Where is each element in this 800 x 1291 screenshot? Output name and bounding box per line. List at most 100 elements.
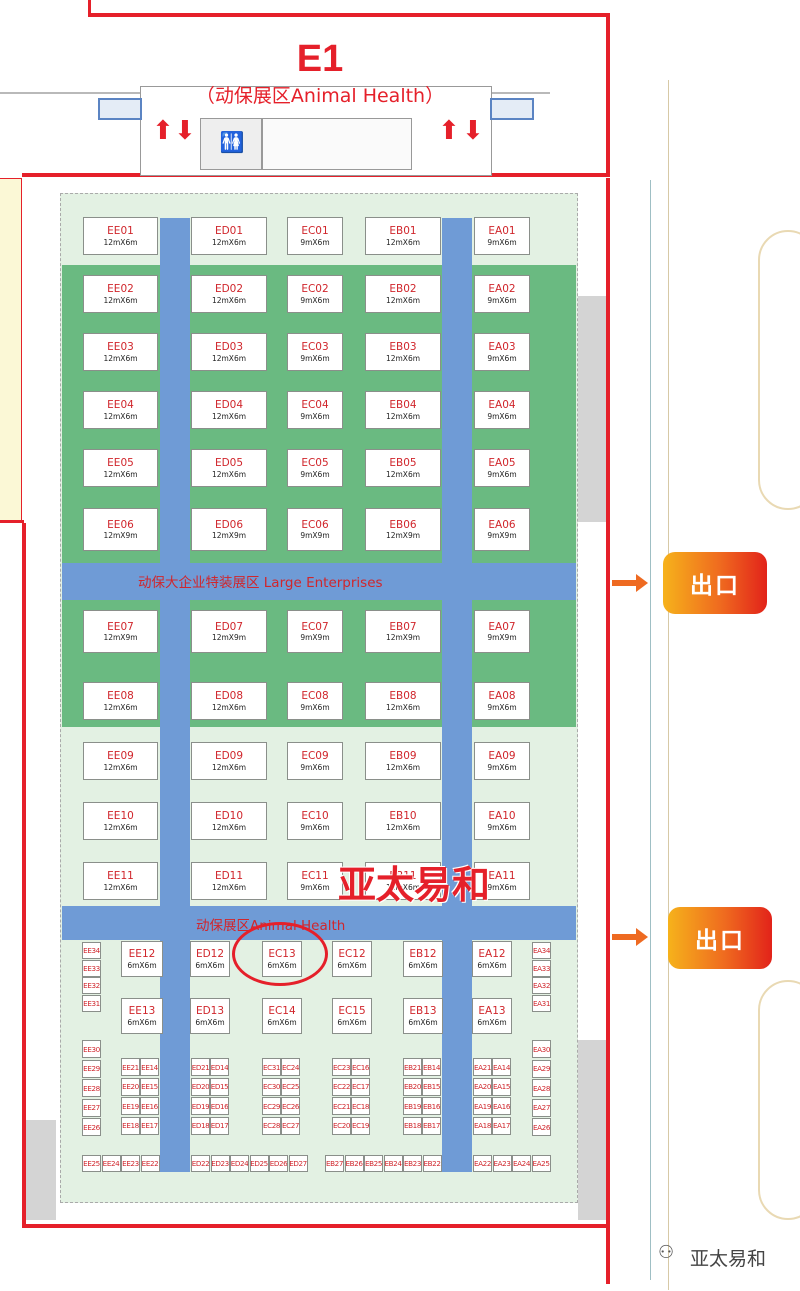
booth-ed15[interactable]: ED15 bbox=[210, 1077, 229, 1096]
booth-ee31[interactable]: EE31 bbox=[82, 994, 101, 1012]
booth-ec30[interactable]: EC30 bbox=[262, 1077, 281, 1096]
booth-ed24[interactable]: ED24 bbox=[230, 1155, 249, 1172]
booth-ea22[interactable]: EA22 bbox=[473, 1155, 492, 1172]
booth-ed22[interactable]: ED22 bbox=[191, 1155, 210, 1172]
booth-eb15[interactable]: EB15 bbox=[422, 1077, 441, 1096]
booth-ea20[interactable]: EA20 bbox=[473, 1077, 492, 1096]
booth-ec19[interactable]: EC19 bbox=[351, 1116, 370, 1135]
booth-eb25[interactable]: EB25 bbox=[364, 1155, 383, 1172]
booth-ee22[interactable]: EE22 bbox=[140, 1155, 160, 1172]
booth-eb21[interactable]: EB21 bbox=[403, 1058, 422, 1076]
booth-ea14[interactable]: EA14 bbox=[492, 1058, 511, 1076]
booth-eb20[interactable]: EB20 bbox=[403, 1077, 422, 1096]
booth-ea16[interactable]: EA16 bbox=[492, 1097, 511, 1115]
booth-ed23[interactable]: ED23 bbox=[210, 1155, 230, 1172]
booth-ea26[interactable]: EA26 bbox=[532, 1118, 551, 1136]
booth-ea33[interactable]: EA33 bbox=[532, 959, 551, 977]
booth-ed17[interactable]: ED17 bbox=[210, 1116, 229, 1135]
booth-eb16[interactable]: EB16 bbox=[422, 1097, 441, 1115]
booth-ee21[interactable]: EE21 bbox=[121, 1058, 140, 1076]
booth-eb14[interactable]: EB14 bbox=[422, 1058, 441, 1076]
booth-ea34[interactable]: EA34 bbox=[532, 942, 551, 959]
booth-ed21[interactable]: ED21 bbox=[191, 1058, 210, 1076]
booth-ec31[interactable]: EC31 bbox=[262, 1058, 281, 1076]
booth-eb18[interactable]: EB18 bbox=[403, 1116, 422, 1135]
booth-ec20[interactable]: EC20 bbox=[332, 1116, 351, 1135]
booth-ea19[interactable]: EA19 bbox=[473, 1097, 492, 1115]
booth-eb19[interactable]: EB19 bbox=[403, 1097, 422, 1115]
booth-ec26[interactable]: EC26 bbox=[281, 1097, 300, 1115]
booth-ed27[interactable]: ED27 bbox=[288, 1155, 308, 1172]
booth-ed14[interactable]: ED14 bbox=[210, 1058, 229, 1076]
booth-ea21[interactable]: EA21 bbox=[473, 1058, 492, 1076]
booth-ec27[interactable]: EC27 bbox=[281, 1116, 300, 1135]
booth-ec22[interactable]: EC22 bbox=[332, 1077, 351, 1096]
booth-ed25[interactable]: ED25 bbox=[249, 1155, 269, 1172]
booth-ee26[interactable]: EE26 bbox=[82, 1118, 101, 1136]
booth-ee32[interactable]: EE32 bbox=[82, 977, 101, 994]
booth-ea25[interactable]: EA25 bbox=[531, 1155, 551, 1172]
booth-ee16[interactable]: EE16 bbox=[140, 1097, 159, 1115]
booth-ec29[interactable]: EC29 bbox=[262, 1097, 281, 1115]
booth-ee30[interactable]: EE30 bbox=[82, 1040, 101, 1058]
booth-ee29[interactable]: EE29 bbox=[82, 1059, 101, 1078]
booth-ea31[interactable]: EA31 bbox=[532, 994, 551, 1012]
exit-button-lower[interactable]: 出口 bbox=[668, 907, 772, 969]
booth-ec25[interactable]: EC25 bbox=[281, 1077, 300, 1096]
booth-ea23[interactable]: EA23 bbox=[492, 1155, 512, 1172]
booth-ec18[interactable]: EC18 bbox=[351, 1097, 370, 1115]
booth-ee34[interactable]: EE34 bbox=[82, 942, 101, 959]
booth-eb17[interactable]: EB17 bbox=[422, 1116, 441, 1135]
booth-ea32[interactable]: EA32 bbox=[532, 977, 551, 994]
booth-ee33[interactable]: EE33 bbox=[82, 959, 101, 977]
booth-eb22[interactable]: EB22 bbox=[422, 1155, 442, 1172]
booth-ee15[interactable]: EE15 bbox=[140, 1077, 159, 1096]
booth-ed26[interactable]: ED26 bbox=[269, 1155, 288, 1172]
booth-eb26[interactable]: EB26 bbox=[344, 1155, 364, 1172]
